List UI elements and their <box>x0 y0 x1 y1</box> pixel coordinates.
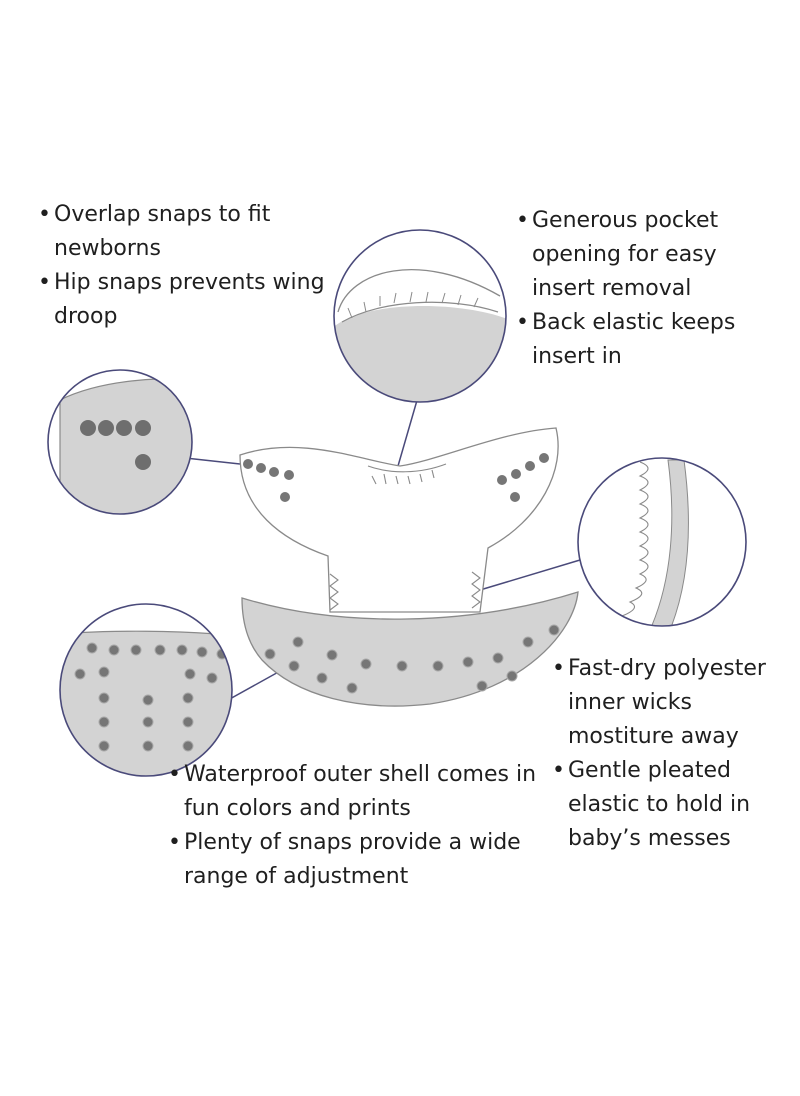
magnifier-pocket-opening <box>333 229 507 403</box>
callout-item: Hip snaps prevents wing droop <box>38 266 338 334</box>
callout-item: Back elastic keeps insert in <box>516 306 766 374</box>
leg-elastic-right <box>471 571 481 609</box>
leg-elastic-left <box>329 573 339 611</box>
callout-outer-shell: Waterproof outer shell comes in fun colo… <box>168 758 548 894</box>
callout-inner-elastic: Fast-dry polyester inner wicks mostiture… <box>552 652 792 856</box>
shell-snaps <box>264 624 560 694</box>
callout-item: Plenty of snaps provide a wide range of … <box>168 826 548 894</box>
leader-line-elastic <box>479 559 581 591</box>
callout-pocket-opening: Generous pocket opening for easy insert … <box>516 204 766 374</box>
wing-snaps-left <box>243 459 294 502</box>
pocket-opening <box>367 463 447 485</box>
callout-item: Generous pocket opening for easy insert … <box>516 204 766 306</box>
wing-snaps-right <box>497 453 549 502</box>
callout-item: Gentle pleated elastic to hold in baby’s… <box>552 754 792 856</box>
magnifier-back-elastic <box>577 457 747 627</box>
magnifier-shell-snaps <box>59 603 233 777</box>
callout-item: Overlap snaps to fit newborns <box>38 198 338 266</box>
diaper-inner-panel <box>239 427 559 613</box>
diaper-body <box>239 427 579 707</box>
callout-item: Waterproof outer shell comes in fun colo… <box>168 758 548 826</box>
callout-item: Fast-dry polyester inner wicks mostiture… <box>552 652 792 754</box>
callout-overlap-hip-snaps: Overlap snaps to fit newborns Hip snaps … <box>38 198 338 334</box>
magnifier-hip-snaps <box>47 369 193 515</box>
